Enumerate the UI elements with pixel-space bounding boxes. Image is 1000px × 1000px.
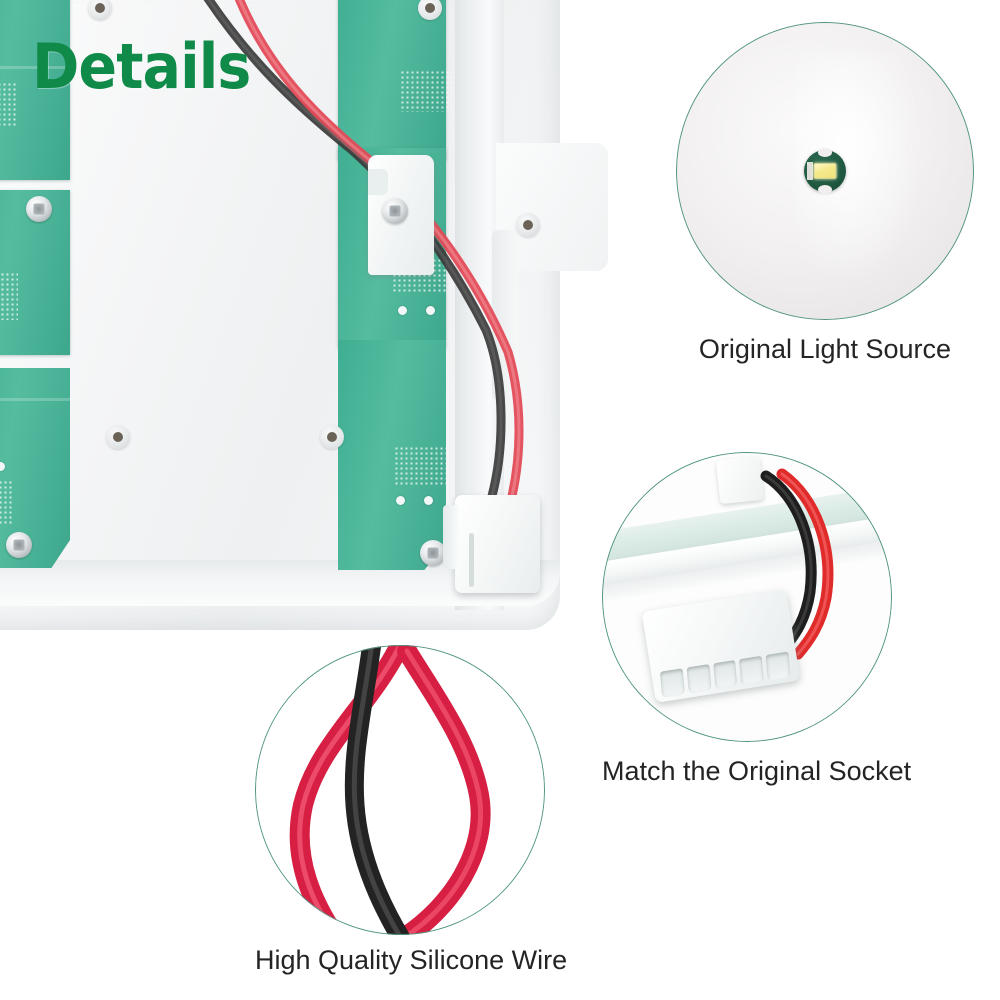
pcb-via xyxy=(0,462,5,471)
pcb-strip xyxy=(338,0,452,160)
socket-pin xyxy=(712,659,738,690)
callout-socket: Match the Original Socket xyxy=(602,452,911,786)
solder-pad-array xyxy=(0,272,18,320)
housing-screw-hole xyxy=(516,213,540,237)
housing-screw-hole xyxy=(320,425,344,449)
socket-pin xyxy=(739,655,765,686)
pcb-screw xyxy=(6,532,32,558)
led-chip xyxy=(804,148,846,194)
callout-silicone-wire: High Quality Silicone Wire xyxy=(255,645,567,975)
callout-light-source: Original Light Source xyxy=(676,22,974,364)
pcb-screw xyxy=(420,540,446,566)
pcb-strip xyxy=(338,340,446,570)
pcb-screw xyxy=(26,196,52,222)
caption-light-source: Original Light Source xyxy=(698,334,952,364)
pcb-strip xyxy=(0,0,70,180)
housing-screw-hole xyxy=(106,425,130,449)
page-title: Details xyxy=(32,30,251,103)
housing-screw-hole xyxy=(88,0,112,20)
light-source-circle-image xyxy=(676,22,974,320)
panel-connector-block xyxy=(443,495,540,593)
socket-pin xyxy=(686,664,712,694)
main-product-photo xyxy=(0,0,640,650)
socket-pin xyxy=(765,651,791,682)
socket-pin xyxy=(659,668,685,698)
solder-pad-array xyxy=(0,480,14,524)
pcb-via xyxy=(398,306,407,315)
socket-circle-image xyxy=(602,452,892,742)
solder-pad-array xyxy=(394,446,446,486)
pcb-via xyxy=(426,306,435,315)
pcb-via xyxy=(396,496,405,505)
led-phosphor-square xyxy=(813,163,837,179)
led-solder-pads xyxy=(807,162,814,180)
clip-screw xyxy=(382,198,408,224)
silicone-wires xyxy=(289,645,491,935)
housing-screw-hole xyxy=(418,0,442,20)
pcb-via xyxy=(424,496,433,505)
solder-pad-array xyxy=(0,82,18,128)
solder-pad-array xyxy=(400,70,452,112)
caption-socket: Match the Original Socket xyxy=(602,756,912,786)
housing-inner-wall xyxy=(455,0,473,610)
silicone-wire-circle-image xyxy=(255,645,545,935)
socket-wires xyxy=(760,468,834,660)
caption-silicone-wire: High Quality Silicone Wire xyxy=(255,945,568,975)
